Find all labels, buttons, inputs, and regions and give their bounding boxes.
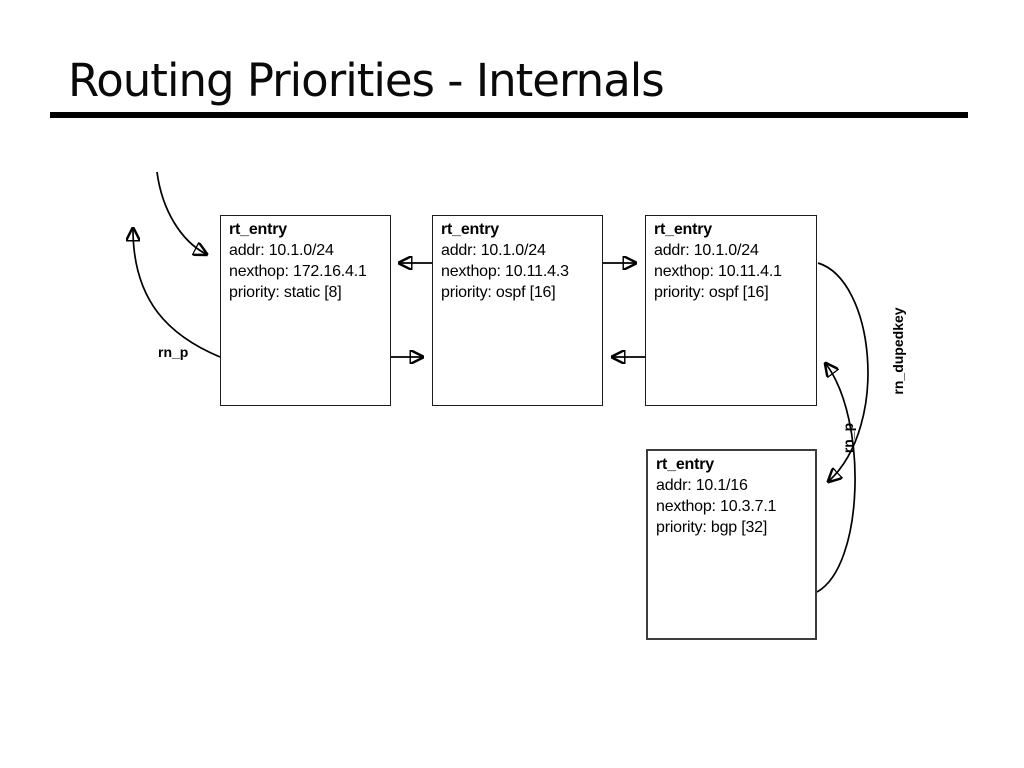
node-addr: addr: 10.1.0/24 [229,242,334,259]
arrow-rn-p-right-icon [816,364,856,593]
node-priority: priority: ospf [16] [441,284,556,301]
rn-dupedkey-label: rn_dupedkey [890,307,906,395]
node-priority: priority: bgp [32] [656,519,768,536]
node-nexthop: nexthop: 10.11.4.3 [441,263,569,280]
node-title: rt_entry [654,221,712,238]
rt-entry-node-1: rt_entry addr: 10.1.0/24 nexthop: 172.16… [220,215,391,406]
arrow-incoming-parent-icon [156,171,206,254]
node-title: rt_entry [441,221,499,238]
node-priority: priority: static [8] [229,284,342,301]
node-addr: addr: 10.1.0/24 [441,242,546,259]
rn-p-right-label: rn_p [840,422,856,454]
arrow-rn-p-left-icon [133,229,221,358]
node-title: rt_entry [656,456,714,473]
node-addr: addr: 10.1.0/24 [654,242,759,259]
rt-entry-node-2: rt_entry addr: 10.1.0/24 nexthop: 10.11.… [432,215,603,406]
rt-entry-node-3: rt_entry addr: 10.1.0/24 nexthop: 10.11.… [645,215,817,406]
node-nexthop: nexthop: 172.16.4.1 [229,263,367,280]
node-nexthop: nexthop: 10.3.7.1 [656,498,777,515]
node-title: rt_entry [229,221,287,238]
arrow-rn-dupedkey-icon [817,262,869,481]
node-priority: priority: ospf [16] [654,284,769,301]
title-underline [50,112,968,118]
node-nexthop: nexthop: 10.11.4.1 [654,263,782,280]
rt-entry-node-4: rt_entry addr: 10.1/16 nexthop: 10.3.7.1… [646,449,817,640]
rn-p-left-label: rn_p [158,344,189,360]
node-addr: addr: 10.1/16 [656,477,748,494]
page-title: Routing Priorities - Internals [68,54,665,107]
